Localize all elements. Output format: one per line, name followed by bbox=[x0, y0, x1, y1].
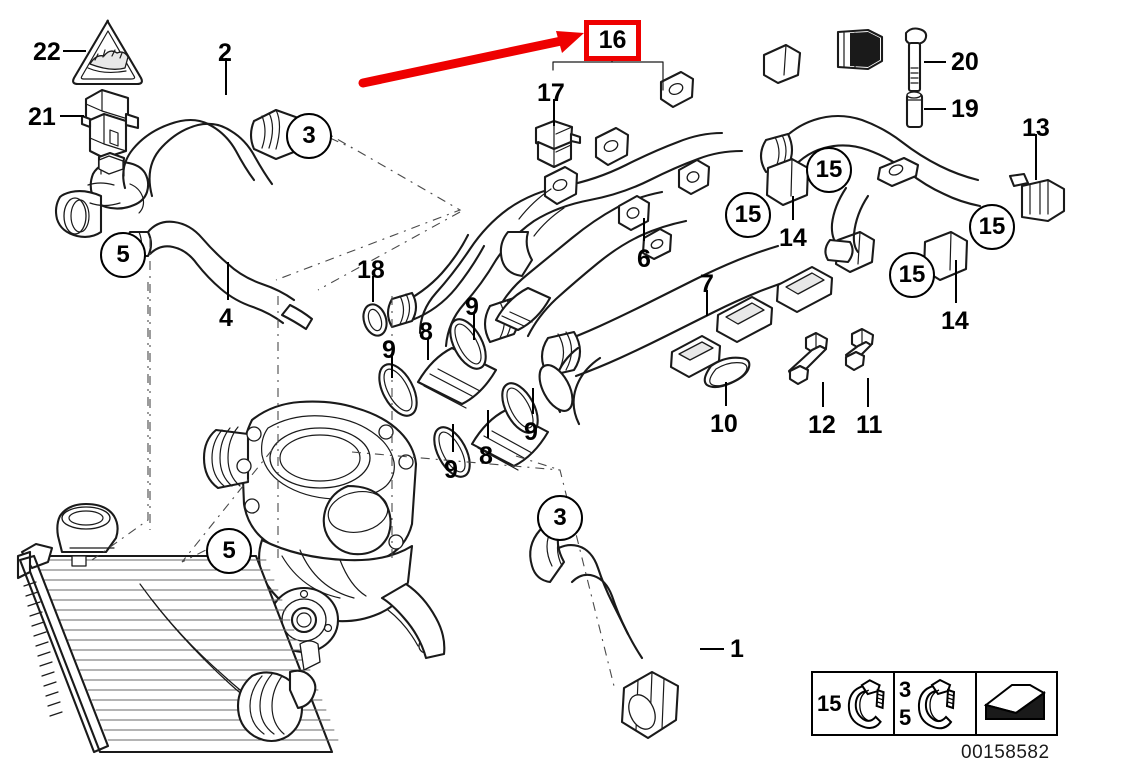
callout-6[interactable]: 6 bbox=[637, 245, 651, 273]
callout-12[interactable]: 12 bbox=[808, 411, 836, 439]
callout-17[interactable]: 17 bbox=[537, 79, 565, 107]
flange-pad bbox=[669, 334, 722, 379]
callout-3b[interactable]: 3 bbox=[537, 495, 583, 541]
sleeve-19 bbox=[905, 91, 924, 129]
hose-bracket-tab bbox=[876, 156, 920, 188]
legend-cell-clamp-3-5: 3 5 bbox=[895, 673, 977, 734]
callout-4[interactable]: 4 bbox=[219, 304, 233, 332]
pipe-bracket bbox=[594, 126, 630, 167]
callout-2[interactable]: 2 bbox=[218, 39, 232, 67]
legend-number: 5 bbox=[899, 704, 912, 730]
coolant-pipe-6 bbox=[483, 158, 711, 344]
legend-numbers-3-5: 3 5 bbox=[899, 676, 911, 731]
callout-15d[interactable]: 15 bbox=[969, 204, 1015, 250]
callout-5b[interactable]: 5 bbox=[206, 528, 252, 574]
callout-9c[interactable]: 9 bbox=[444, 456, 458, 484]
callout-13[interactable]: 13 bbox=[1022, 114, 1050, 142]
callout-15b[interactable]: 15 bbox=[806, 147, 852, 193]
hose-1 bbox=[529, 526, 680, 740]
bolt-12 bbox=[787, 331, 829, 386]
reference-leaders bbox=[91, 127, 615, 687]
hose-clamp-icon bbox=[848, 678, 886, 729]
callout-9b[interactable]: 9 bbox=[465, 293, 479, 321]
arrow-direction-icon bbox=[983, 683, 1046, 720]
legend-cell-clamp-15: 15 bbox=[813, 673, 895, 734]
pipe-bracket bbox=[677, 158, 711, 196]
pipe-bracket bbox=[543, 165, 579, 206]
callout-22[interactable]: 22 bbox=[33, 38, 61, 66]
highlighted-callout-16[interactable]: 16 bbox=[584, 20, 641, 61]
coolant-pipe-7 bbox=[540, 230, 876, 426]
pipe-bracket bbox=[641, 227, 673, 261]
diagram-part-number: 00158582 bbox=[961, 742, 1050, 763]
callout-7[interactable]: 7 bbox=[700, 270, 714, 298]
flange-pad bbox=[715, 295, 774, 344]
legend-box: 15 3 5 bbox=[811, 671, 1058, 736]
callout-9a[interactable]: 9 bbox=[382, 336, 396, 364]
clip-17 bbox=[534, 119, 582, 169]
callout-leader-lines bbox=[60, 50, 1037, 650]
callout-9d[interactable]: 9 bbox=[524, 418, 538, 446]
callout-3a[interactable]: 3 bbox=[286, 113, 332, 159]
callout-10[interactable]: 10 bbox=[710, 410, 738, 438]
callout-14b[interactable]: 14 bbox=[941, 307, 969, 335]
hose-2 bbox=[122, 108, 309, 198]
bolt-20 bbox=[904, 27, 928, 93]
callout-18[interactable]: 18 bbox=[357, 256, 385, 284]
oring-18 bbox=[362, 303, 388, 337]
pipe-bracket bbox=[617, 194, 651, 232]
callout-8a[interactable]: 8 bbox=[419, 318, 433, 346]
callout-14a[interactable]: 14 bbox=[779, 224, 807, 252]
gasket-10 bbox=[703, 356, 751, 389]
sleeve-14a bbox=[765, 157, 810, 207]
callout-15a[interactable]: 15 bbox=[725, 192, 771, 238]
callout-19[interactable]: 19 bbox=[951, 95, 979, 123]
bolt-11 bbox=[844, 327, 875, 372]
pipe-bracket bbox=[659, 70, 695, 109]
legend-number: 15 bbox=[817, 690, 842, 716]
callout-21[interactable]: 21 bbox=[28, 103, 56, 131]
hose-clamp-icon bbox=[918, 678, 956, 729]
callout-5a[interactable]: 5 bbox=[100, 232, 146, 278]
bracket-16 bbox=[552, 59, 664, 91]
warning-triangle-symbol bbox=[72, 19, 143, 86]
callout-20[interactable]: 20 bbox=[951, 48, 979, 76]
coolant-outlet-housing bbox=[54, 155, 150, 238]
callout-1[interactable]: 1 bbox=[730, 635, 744, 663]
red-annotation-arrow bbox=[358, 31, 584, 88]
flange-pad bbox=[775, 265, 834, 314]
radiator bbox=[16, 502, 339, 754]
callout-11[interactable]: 11 bbox=[856, 411, 883, 439]
orings-sleeves-group bbox=[378, 286, 574, 478]
legend-numbers-15: 15 bbox=[817, 690, 841, 718]
legend-cell-direction bbox=[977, 673, 1056, 734]
callout-15c[interactable]: 15 bbox=[889, 252, 935, 298]
pipe-stub-18 bbox=[386, 233, 486, 329]
callout-8b[interactable]: 8 bbox=[479, 442, 493, 470]
legend-number: 3 bbox=[899, 677, 912, 702]
